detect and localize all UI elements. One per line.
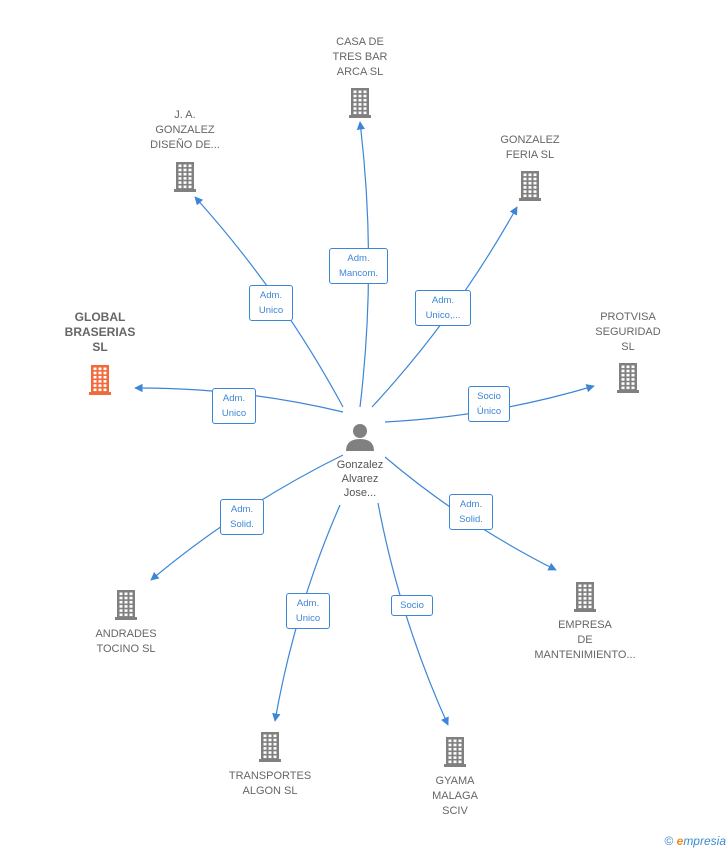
edge-label-gyama_malaga[interactable]: Socio — [391, 595, 433, 616]
node-label-transportes_algon[interactable]: TRANSPORTES ALGON SL — [228, 770, 312, 797]
copyright-symbol: © — [664, 834, 674, 848]
edge-label-gonzalez_feria[interactable]: Adm. Unico,... — [415, 290, 471, 326]
building-icon-ja_gonzalez[interactable] — [174, 162, 196, 192]
node-label-empresa_mantenimiento[interactable]: EMPRESA DE MANTENIMIENTO... — [534, 619, 636, 661]
edge-label-protvisa[interactable]: Socio Único — [468, 386, 510, 422]
building-icon-empresa_mantenimiento[interactable] — [574, 582, 596, 612]
edge-label-transportes_algon[interactable]: Adm. Unico — [286, 593, 330, 629]
building-icon-transportes_algon[interactable] — [259, 732, 281, 762]
building-icon-protvisa[interactable] — [617, 363, 639, 393]
building-icon-andrades_tocino[interactable] — [115, 590, 137, 620]
node-label-casa_de_tres_bar[interactable]: CASA DE TRES BAR ARCA SL — [332, 36, 388, 78]
node-label-gyama_malaga[interactable]: GYAMA MALAGA SCIV — [432, 775, 478, 817]
brand-initial: e — [676, 834, 684, 848]
node-label-protvisa[interactable]: PROTVISA SEGURIDAD SL — [595, 311, 661, 353]
edge-label-empresa_mantenimiento[interactable]: Adm. Solid. — [449, 494, 493, 530]
edge-label-ja_gonzalez[interactable]: Adm. Unico — [249, 285, 293, 321]
node-label-ja_gonzalez[interactable]: J. A. GONZALEZ DISEÑO DE... — [150, 109, 220, 151]
building-icon-global_braserias[interactable] — [89, 365, 111, 395]
building-icon-casa_de_tres_bar[interactable] — [349, 88, 371, 118]
edge-label-andrades_tocino[interactable]: Adm. Solid. — [220, 499, 264, 535]
node-label-gonzalez_feria[interactable]: GONZALEZ FERIA SL — [500, 134, 560, 161]
brand-name: mpresia — [683, 834, 726, 848]
person-label[interactable]: Gonzalez Alvarez Jose... — [336, 459, 384, 499]
edge-label-global_braserias[interactable]: Adm. Unico — [212, 388, 256, 424]
footer-brand[interactable]: © empresia — [664, 834, 726, 848]
edge-gyama_malaga — [377, 502, 449, 726]
edge-label-casa_de_tres_bar[interactable]: Adm. Mancom. — [329, 248, 388, 284]
node-label-global_braserias[interactable]: GLOBAL BRASERIAS SL — [64, 310, 136, 354]
building-icon-gonzalez_feria[interactable] — [519, 171, 541, 201]
building-icon-gyama_malaga[interactable] — [444, 737, 466, 767]
person-icon[interactable] — [346, 424, 374, 451]
node-label-andrades_tocino[interactable]: ANDRADES TOCINO SL — [95, 628, 157, 655]
